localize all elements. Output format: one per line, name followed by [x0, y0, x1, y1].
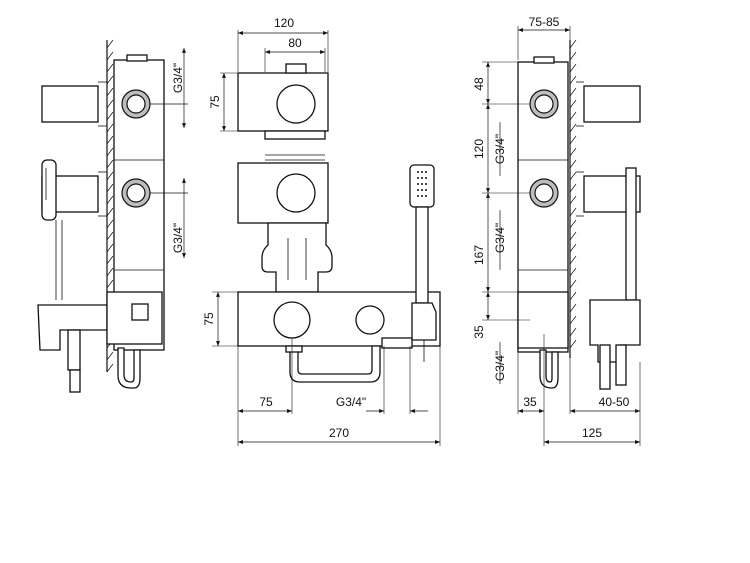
- right-label-35-vertical: 35: [472, 325, 486, 339]
- front-label-75-lower: 75: [202, 312, 216, 326]
- left-label-thread-top: G3/4": [171, 63, 185, 93]
- front-view: 120 80 75 75 75 G3/4" 270: [202, 16, 441, 446]
- right-label-thread-c: G3/4": [493, 351, 507, 381]
- right-label-35-horizontal: 35: [523, 395, 537, 409]
- right-label-167: 167: [472, 245, 486, 265]
- front-label-75-upper: 75: [208, 95, 222, 109]
- right-handle-top: [583, 85, 641, 123]
- front-label-120: 120: [274, 16, 294, 30]
- right-label-120: 120: [472, 139, 486, 159]
- front-hand-shower-nozzles: [417, 171, 427, 197]
- right-label-48: 48: [472, 77, 486, 91]
- front-main-knob: [273, 301, 311, 339]
- right-outlet-top: [529, 89, 559, 119]
- right-side-view: 75-85 48 120 167 35 G3/4" G3/4" G3/4" 35…: [472, 15, 641, 446]
- right-spout-bend: [539, 349, 559, 389]
- right-label-40-50: 40-50: [599, 395, 630, 409]
- right-hand-shower-rod: [625, 167, 637, 301]
- left-outlet-mid: [121, 178, 151, 208]
- left-handle-top: [41, 85, 99, 123]
- left-label-thread-mid: G3/4": [171, 223, 185, 253]
- front-label-270: 270: [329, 426, 349, 440]
- front-spout: [289, 345, 381, 383]
- right-label-75-85: 75-85: [529, 15, 560, 29]
- right-wall-hatch: [569, 39, 577, 349]
- right-label-thread-a: G3/4": [493, 134, 507, 164]
- front-middle-knob: [276, 173, 316, 213]
- front-label-75-bottom: 75: [259, 395, 273, 409]
- left-hand-shower: [41, 159, 57, 221]
- front-diverter-knob: [355, 305, 385, 335]
- right-top-cap: [533, 56, 555, 64]
- front-label-outlet: G3/4": [336, 395, 366, 409]
- right-shower-holder: [589, 299, 641, 363]
- front-label-80: 80: [288, 36, 302, 50]
- front-shower-holder: [411, 302, 437, 341]
- right-label-thread-b: G3/4": [493, 223, 507, 253]
- front-neck: [261, 222, 333, 293]
- left-top-cap: [126, 54, 148, 62]
- right-outlet-mid: [529, 178, 559, 208]
- left-side-view: G3/4" G3/4": [37, 39, 188, 393]
- right-label-125: 125: [582, 426, 602, 440]
- left-spout-bend: [117, 347, 141, 389]
- front-upper-knob: [276, 84, 316, 124]
- front-hose-connector: [381, 337, 413, 349]
- front-hand-shower-handle: [415, 206, 429, 304]
- front-lower-body: [237, 291, 441, 347]
- left-outlet-top: [121, 89, 151, 119]
